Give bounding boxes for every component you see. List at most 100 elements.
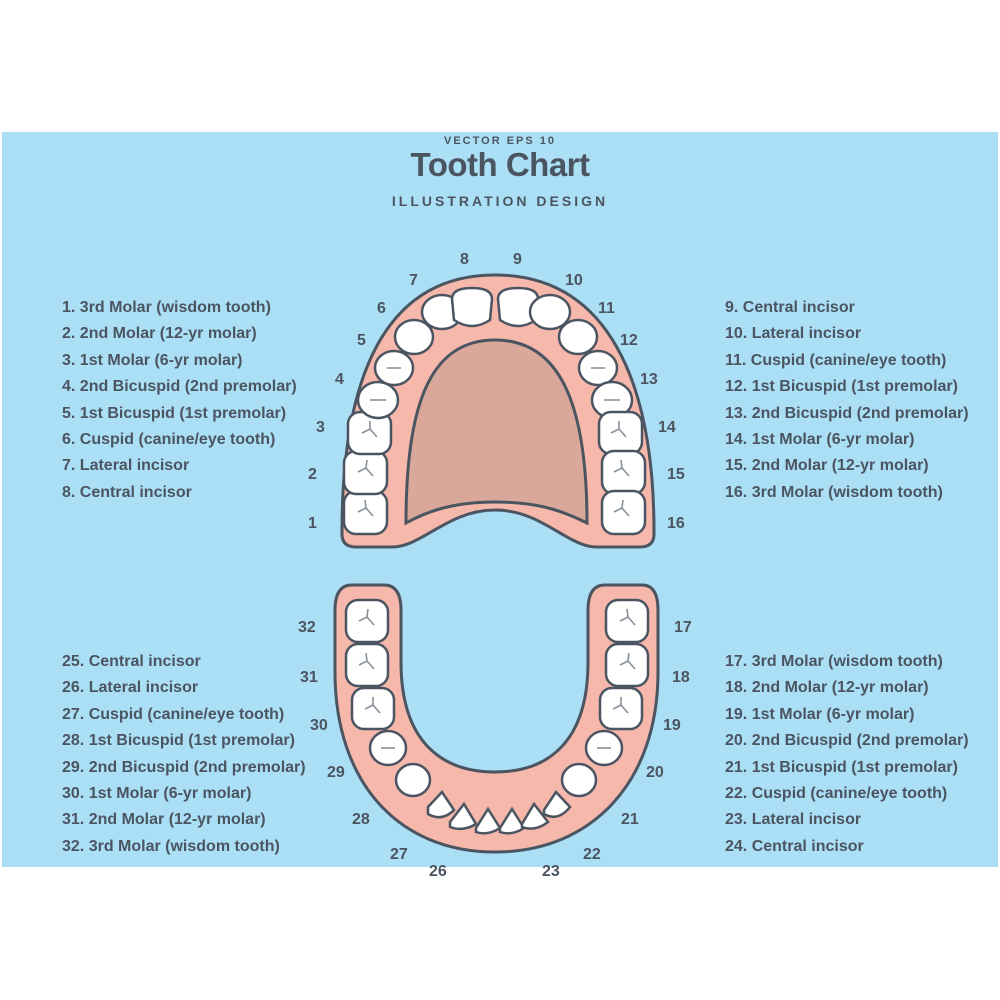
tooth-number-12: 12	[620, 332, 638, 349]
tooth-number-8: 8	[460, 251, 469, 268]
legend-item: 24. Central incisor	[725, 837, 864, 855]
legend-item: 17. 3rd Molar (wisdom tooth)	[725, 653, 943, 670]
tooth-17	[604, 598, 650, 644]
tooth-1	[342, 489, 389, 536]
tooth-number-22: 22	[583, 846, 601, 863]
tooth-number-23: 23	[542, 863, 560, 880]
legend-item: 9. Central incisor	[725, 299, 855, 316]
palate	[404, 338, 589, 526]
tooth-10	[528, 293, 572, 331]
tooth-number-26: 26	[429, 863, 447, 880]
legend-item: 3. 1st Molar (6-yr molar)	[62, 351, 243, 369]
lower-number-labels: 17 18 19 20 21 22 23 26 27 28 29 30 31 3…	[298, 619, 692, 880]
tooth-8	[450, 286, 494, 328]
tooth-number-6: 6	[377, 300, 386, 317]
tooth-32	[344, 598, 390, 644]
tooth-number-21: 21	[621, 811, 639, 828]
legend-item: 6. Cuspid (canine/eye tooth)	[62, 430, 276, 448]
tooth-9	[496, 286, 540, 328]
legend-item: 21. 1st Bicuspid (1st premolar)	[725, 758, 958, 776]
tooth-6	[393, 318, 435, 356]
tooth-number-10: 10	[565, 272, 583, 289]
legend-item: 15. 2nd Molar (12-yr molar)	[725, 457, 929, 475]
legend-item: 2. 2nd Molar (12-yr molar)	[62, 325, 257, 343]
tooth-number-1: 1	[308, 515, 317, 532]
tooth-number-16: 16	[667, 515, 685, 532]
tooth-number-5: 5	[357, 332, 366, 349]
tooth-number-13: 13	[640, 371, 658, 388]
legend-item: 30. 1st Molar (6-yr molar)	[62, 784, 252, 802]
legend-item: 20. 2nd Bicuspid (2nd premolar)	[725, 732, 969, 750]
tooth-27	[426, 789, 456, 819]
legend-item: 23. Lateral incisor	[725, 811, 862, 829]
tooth-19	[598, 686, 644, 731]
legend-item: 26. Lateral incisor	[62, 679, 199, 697]
legend-item: 14. 1st Molar (6-yr molar)	[725, 430, 915, 448]
page-title: Tooth Chart	[410, 146, 590, 183]
tooth-23	[520, 801, 550, 830]
tooth-26	[448, 801, 478, 831]
upper-right-legend: 9. Central incisor 10. Lateral incisor 1…	[725, 295, 969, 506]
tooth-18	[604, 642, 650, 688]
upper-left-legend: 1. 3rd Molar (wisdom tooth) 2. 2nd Molar…	[62, 295, 297, 506]
tooth-number-17: 17	[674, 619, 692, 636]
legend-item: 7. Lateral incisor	[62, 457, 190, 475]
lower-left-legend: 25. Central incisor 26. Lateral incisor …	[62, 649, 306, 860]
tooth-number-20: 20	[646, 764, 664, 781]
lower-jaw	[333, 583, 660, 854]
tooth-number-29: 29	[327, 764, 345, 781]
legend-item: 19. 1st Molar (6-yr molar)	[725, 705, 915, 723]
upper-jaw	[340, 273, 656, 549]
legend-item: 27. Cuspid (canine/eye tooth)	[62, 705, 285, 723]
lower-fissure-marks	[358, 608, 636, 749]
legend-item: 10. Lateral incisor	[725, 325, 862, 343]
tooth-number-9: 9	[513, 251, 522, 268]
legend-item: 11. Cuspid (canine/eye tooth)	[725, 351, 947, 369]
lower-teeth	[344, 598, 650, 835]
legend-item: 28. 1st Bicuspid (1st premolar)	[62, 732, 295, 750]
tooth-21	[560, 762, 598, 798]
teeth-diagram: 1 2 3 4 5 6 7 8 9 10 11 12 13 14 15 16 1…	[298, 251, 692, 880]
legend-item: 29. 2nd Bicuspid (2nd premolar)	[62, 758, 306, 776]
tooth-number-27: 27	[390, 846, 408, 863]
legend-item: 25. Central incisor	[62, 653, 201, 670]
tooth-number-14: 14	[658, 419, 676, 436]
legend-item: 31. 2nd Molar (12-yr molar)	[62, 811, 266, 829]
tooth-number-30: 30	[310, 717, 328, 734]
tooth-28	[394, 762, 432, 798]
tooth-11	[557, 318, 599, 356]
tooth-number-2: 2	[308, 466, 317, 483]
subtitle: ILLUSTRATION DESIGN	[391, 193, 609, 209]
top-label: VECTOR EPS 10	[444, 135, 556, 147]
legend-item: 12. 1st Bicuspid (1st premolar)	[725, 378, 958, 396]
legend-item: 8. Central incisor	[62, 483, 192, 501]
tooth-16	[600, 489, 647, 536]
tooth-number-18: 18	[672, 669, 690, 686]
tooth-30	[350, 686, 396, 731]
tooth-number-4: 4	[335, 371, 344, 388]
tooth-number-3: 3	[316, 419, 325, 436]
lower-right-legend: 17. 3rd Molar (wisdom tooth) 18. 2nd Mol…	[725, 649, 969, 860]
tooth-number-15: 15	[667, 466, 685, 483]
legend-item: 5. 1st Bicuspid (1st premolar)	[62, 404, 287, 422]
legend-item: 13. 2nd Bicuspid (2nd premolar)	[725, 404, 969, 422]
tooth-2	[342, 449, 389, 496]
tooth-number-7: 7	[409, 272, 418, 289]
legend-item: 18. 2nd Molar (12-yr molar)	[725, 679, 929, 697]
tooth-number-19: 19	[663, 717, 681, 734]
legend-item: 1. 3rd Molar (wisdom tooth)	[62, 299, 271, 316]
tooth-chart-panel: VECTOR EPS 10 Tooth Chart ILLUSTRATION D…	[2, 132, 998, 880]
tooth-31	[344, 642, 390, 688]
tooth-number-31: 31	[300, 669, 318, 686]
tooth-number-11: 11	[598, 300, 615, 317]
upper-number-labels: 1 2 3 4 5 6 7 8 9 10 11 12 13 14 15 16	[308, 251, 685, 532]
legend-item: 16. 3rd Molar (wisdom tooth)	[725, 483, 943, 501]
legend-item: 32. 3rd Molar (wisdom tooth)	[62, 837, 280, 855]
tooth-15	[600, 449, 647, 496]
tooth-14	[597, 410, 644, 456]
tooth-number-28: 28	[352, 811, 370, 828]
upper-teeth	[342, 286, 647, 536]
tooth-number-32: 32	[298, 619, 316, 636]
fissure-marks	[357, 367, 630, 517]
tooth-22	[542, 789, 572, 819]
